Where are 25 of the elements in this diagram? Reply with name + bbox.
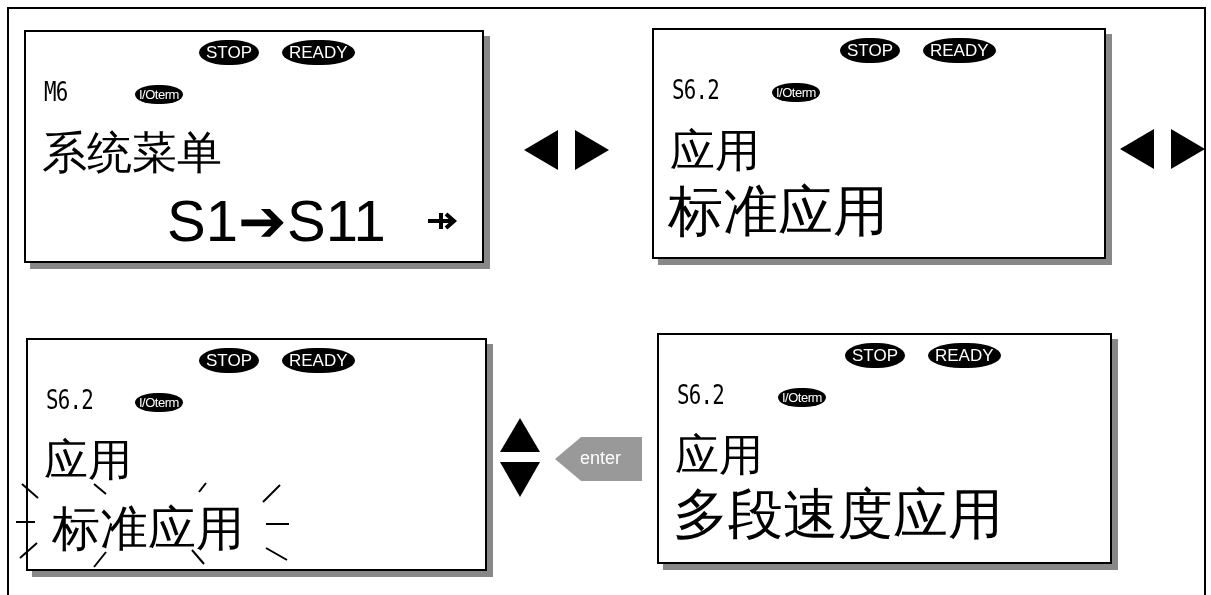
status-badge: READY: [928, 343, 1001, 368]
menu-value: 多段速度应用: [673, 487, 1003, 542]
menu-code: S6.2: [677, 382, 724, 408]
menu-title: 应用: [670, 128, 760, 173]
status-badge: I/Oterm: [772, 83, 820, 102]
menu-title: 系统菜单: [42, 130, 222, 175]
status-badge: I/Oterm: [778, 388, 826, 407]
status-badge: I/Oterm: [135, 85, 183, 104]
menu-code: S6.2: [672, 77, 719, 103]
status-badge: STOP: [845, 343, 905, 368]
menu-code: M6: [44, 79, 68, 105]
status-badge: READY: [282, 348, 355, 373]
status-badge: STOP: [199, 348, 259, 373]
status-badge: STOP: [199, 40, 259, 65]
status-badge: READY: [282, 40, 355, 65]
menu-value: 标准应用: [52, 505, 244, 553]
menu-title: 应用: [44, 438, 132, 482]
menu-code: S6.2: [46, 387, 93, 413]
status-badge: STOP: [840, 38, 900, 63]
menu-title: 应用: [675, 433, 763, 477]
menu-value: 标准应用: [668, 184, 888, 239]
menu-value: S1➔S11: [167, 192, 386, 250]
key-label: enter: [580, 449, 622, 467]
status-badge: READY: [923, 38, 996, 63]
status-badge: I/Oterm: [135, 393, 183, 412]
